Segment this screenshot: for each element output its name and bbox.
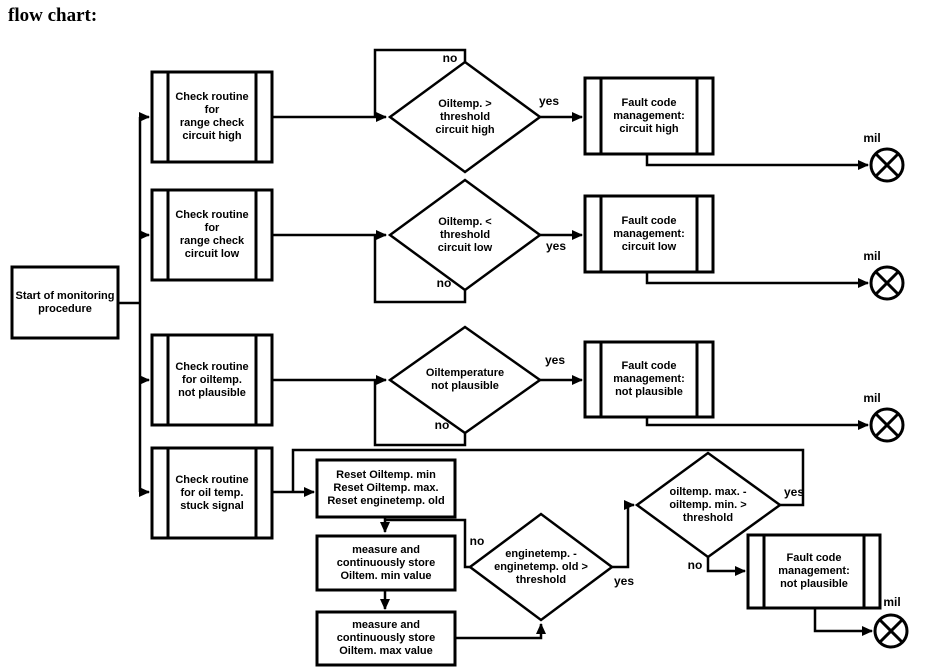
d2-no-label: no <box>436 276 452 290</box>
decision-circuit-high-shape <box>387 60 543 174</box>
d5-yes-label: yes <box>783 485 805 499</box>
check-circuit-high-shape <box>150 70 274 164</box>
decision-oiltemp-range-shape <box>634 451 783 559</box>
reset-node-shape <box>315 458 457 519</box>
d3-no-label: no <box>434 418 450 432</box>
edge-fault4-to-mil <box>813 608 873 636</box>
decision-not-plausible: Oiltemperature not plausible <box>425 367 505 392</box>
check-circuit-high-node: Check routine for range check circuit hi… <box>175 91 249 142</box>
decision-circuit-high: Oiltemp. > threshold circuit high <box>435 97 495 136</box>
mil-label-2: mil <box>863 249 881 263</box>
decision-oiltemp-range: oiltemp. max. - oiltemp. min. > threshol… <box>669 485 747 524</box>
check-circuit-low-node: Check routine for range check circuit lo… <box>175 209 249 260</box>
decision-shapes <box>387 60 783 622</box>
store-max-node: measure and continuously store Oiltem. m… <box>336 619 436 657</box>
edge-max-to-d4 <box>455 623 546 640</box>
store-max-node-shape <box>315 610 457 667</box>
d3-yes-label: yes <box>544 353 566 367</box>
fault-circuit-low-node: Fault code management: circuit low <box>613 214 685 253</box>
store-min-node: measure and continuously store Oiltem. m… <box>336 543 436 582</box>
mil-indicator-stuck <box>873 613 909 649</box>
d4-no-label: no <box>469 534 485 548</box>
mil-label-3: mil <box>863 391 881 405</box>
check-circuit-low-shape <box>150 188 274 282</box>
mil-indicator-not-plausible <box>869 407 905 443</box>
d2-yes-label: yes <box>545 239 567 253</box>
d1-yes-label: yes <box>538 94 560 108</box>
decision-circuit-low-shape <box>387 178 543 292</box>
fault-circuit-high-shape <box>583 76 715 156</box>
fault-circuit-low-shape <box>583 194 715 274</box>
edge-fault3-to-mil <box>645 417 869 430</box>
decision-enginetemp: enginetemp. - enginetemp. old > threshol… <box>494 547 588 586</box>
process-shapes <box>10 265 457 667</box>
edge-fault1-to-mil <box>645 154 869 170</box>
flow-connectors <box>118 48 873 640</box>
reset-node: Reset Oiltemp. min Reset Oiltemp. max. R… <box>327 469 445 507</box>
mil-indicators <box>869 147 909 649</box>
check-stuck-signal-node: Check routine for oil temp. stuck signal <box>175 473 249 512</box>
edge-d5-yes-restart-loop <box>291 448 805 507</box>
edge-d4-yes-to-d5 <box>612 500 635 569</box>
edge-d3-no-loop <box>373 380 467 447</box>
decision-circuit-low: Oiltemp. < threshold circuit low <box>437 215 493 254</box>
mil-label-4: mil <box>883 595 901 609</box>
d1-no-label: no <box>442 51 458 65</box>
start-node-shape <box>10 265 120 340</box>
fault-not-plausible-node: Fault code management: not plausible <box>613 360 685 398</box>
edge-d1-no-loop <box>373 48 467 117</box>
decision-enginetemp-shape <box>467 512 615 622</box>
page-title: flow chart: <box>8 5 98 26</box>
mil-label-1: mil <box>863 131 881 145</box>
start-node: Start of monitoring procedure <box>15 289 115 315</box>
edge-d2-no-loop <box>373 235 467 304</box>
check-not-plausible-shape <box>150 333 274 427</box>
edge-fault2-to-mil <box>645 272 869 288</box>
check-stuck-signal-shape <box>150 446 274 540</box>
fault-not-plausible-shape <box>583 340 715 419</box>
fault-stuck-shape <box>746 533 882 610</box>
fault-stuck-node: Fault code management: not plausible <box>778 552 850 590</box>
mil-indicator-circuit-low <box>869 265 905 301</box>
d5-no-label: no <box>687 558 703 572</box>
subroutine-shapes <box>150 70 882 610</box>
decision-not-plausible-shape <box>387 325 543 435</box>
d4-yes-label: yes <box>613 574 635 588</box>
check-not-plausible-node: Check routine for oiltemp. not plausible <box>175 360 249 399</box>
store-min-node-shape <box>315 534 457 592</box>
edge-d4-no-loop <box>385 518 470 569</box>
edge-d5-no-to-fault <box>706 557 746 576</box>
fault-circuit-high-node: Fault code management: circuit high <box>613 96 685 135</box>
mil-indicator-circuit-high <box>869 147 905 183</box>
